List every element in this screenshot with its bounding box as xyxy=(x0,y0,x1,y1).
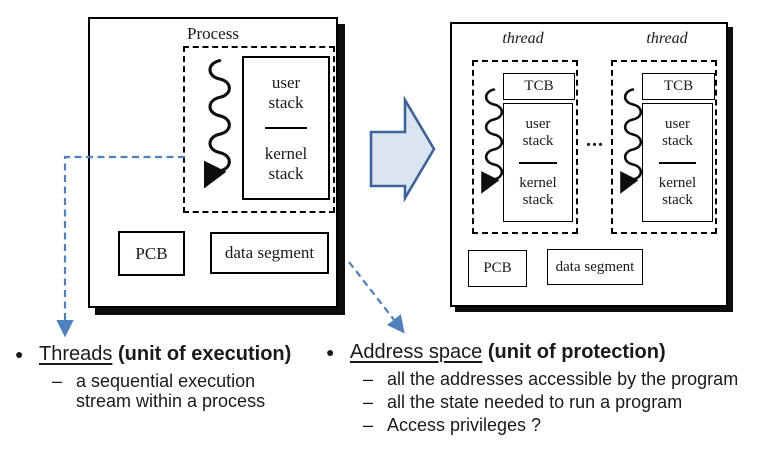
address-space-title-bold: (unit of protection) xyxy=(487,341,666,363)
data-segment-box-left: data segment xyxy=(210,232,329,274)
threads-title-text: Threads(unit of execution) xyxy=(39,343,291,366)
address-space-bullet-title: ● Address space(unit of protection) xyxy=(326,341,766,364)
address-space-sub-items: – all the addresses accessible by the pr… xyxy=(326,369,766,435)
kernel-stack-label-1: kernel stack xyxy=(519,161,557,222)
kernel-stack-label-2: kernel stack xyxy=(658,161,697,222)
user-stack-label-1: user stack xyxy=(522,115,554,149)
threads-sub-items: – a sequential execution stream within a… xyxy=(15,371,327,411)
address-space-bullet-block: ● Address space(unit of protection) – al… xyxy=(326,341,766,435)
list-item-text: a sequential execution stream within a p… xyxy=(76,371,266,411)
user-stack-label-2: user stack xyxy=(662,115,693,149)
user-stack-label: user stack xyxy=(268,72,304,112)
list-item: – all the state needed to run a program xyxy=(326,392,766,412)
thread-dashed-box-2 xyxy=(611,60,717,234)
stacks-box-1: user stack kernel stack xyxy=(503,103,573,222)
list-item-text: all the addresses accessible by the prog… xyxy=(387,369,739,389)
stacks-box-left: user stack kernel stack xyxy=(242,56,330,200)
tcb-box-2: TCB xyxy=(642,73,715,100)
address-space-title-text: Address space(unit of protection) xyxy=(350,341,666,364)
threads-title-bold: (unit of execution) xyxy=(117,343,292,365)
list-item: – a sequential execution stream within a… xyxy=(15,371,327,411)
thread-label-1: thread xyxy=(502,30,544,47)
tcb-box-1: TCB xyxy=(503,73,575,100)
execution-stream-arrow-1 xyxy=(476,74,506,210)
pcb-box-right: PCB xyxy=(468,250,527,287)
address-space-title-link: Address space xyxy=(350,341,483,363)
list-item-text: Access privileges ? xyxy=(387,415,542,435)
bullet-marker: ● xyxy=(15,346,24,362)
execution-stream-arrow xyxy=(204,59,231,189)
threads-title-link: Threads xyxy=(39,343,113,365)
dash-marker: – xyxy=(52,371,63,391)
bullet-marker: ● xyxy=(326,344,335,360)
dash-marker: – xyxy=(363,392,374,412)
transition-arrow xyxy=(369,95,436,203)
threads-bullet-block: ● Threads(unit of execution) – a sequent… xyxy=(15,343,327,411)
dash-marker: – xyxy=(363,369,374,389)
list-item-text: all the state needed to run a program xyxy=(387,392,683,412)
stacks-box-2: user stack kernel stack xyxy=(642,103,713,222)
execution-stream-arrow-2 xyxy=(615,74,645,210)
list-item: – Access privileges ? xyxy=(326,415,766,435)
thread-dashed-box-1 xyxy=(472,60,578,234)
address-space-callout-line xyxy=(348,261,405,334)
pcb-box-left: PCB xyxy=(118,231,185,276)
thread-label-2: thread xyxy=(646,30,688,47)
process-label: Process xyxy=(187,24,239,43)
ellipsis: ... xyxy=(586,129,604,151)
threads-bullet-title: ● Threads(unit of execution) xyxy=(15,343,327,366)
data-segment-box-right: data segment xyxy=(547,249,643,285)
dash-marker: – xyxy=(363,415,374,435)
list-item: – all the addresses accessible by the pr… xyxy=(326,369,766,389)
thread-dashed-box-left xyxy=(183,46,335,213)
kernel-stack-label: kernel stack xyxy=(264,127,308,198)
